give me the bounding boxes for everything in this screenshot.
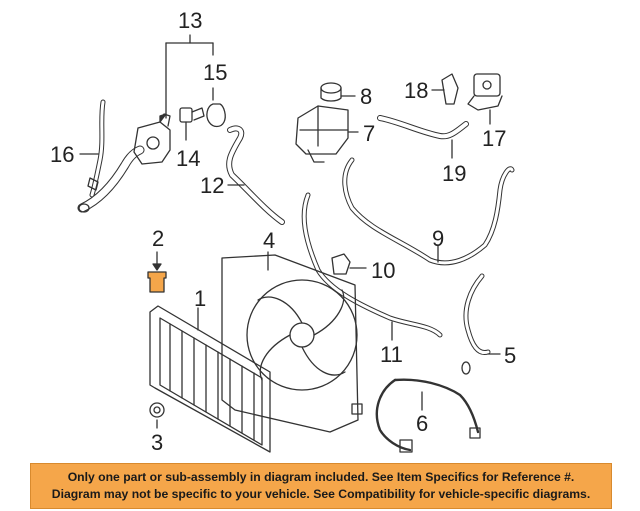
drain-plug-3	[149, 402, 165, 429]
callout-12: 12	[200, 173, 225, 198]
callout-16: 16	[50, 142, 75, 167]
upper-hose-16	[77, 99, 145, 213]
callout-9: 9	[432, 226, 445, 251]
coolant-reservoir-7	[295, 105, 359, 163]
callout-13: 13	[178, 8, 203, 33]
hose-12	[226, 125, 285, 225]
callout-1: 1	[194, 286, 207, 311]
callout-19: 19	[442, 161, 467, 186]
callout-8: 8	[360, 84, 373, 109]
bracket-13	[165, 34, 214, 119]
reservoir-cap-8	[320, 82, 356, 102]
disclaimer-banner: Only one part or sub-assembly in diagram…	[30, 463, 612, 509]
callout-2: 2	[152, 226, 165, 251]
callout-7: 7	[363, 121, 376, 146]
callout-17: 17	[482, 126, 507, 151]
parts-diagram	[77, 34, 515, 453]
disclaimer-line-2: Diagram may not be specific to your vehi…	[51, 487, 591, 501]
callout-6: 6	[416, 411, 429, 436]
gasket-15	[206, 87, 226, 128]
fan-shroud-4	[221, 251, 359, 433]
thermostat-housing-13	[133, 113, 171, 165]
callout-18: 18	[404, 78, 429, 103]
heater-pipe-9	[342, 157, 515, 266]
sensor-14	[179, 107, 205, 141]
callout-3: 3	[151, 430, 164, 455]
disclaimer-line-1: Only one part or sub-assembly in diagram…	[67, 470, 575, 484]
callout-5: 5	[504, 343, 517, 368]
callout-11: 11	[380, 342, 403, 367]
callout-15: 15	[203, 60, 228, 85]
radiator-1	[149, 305, 271, 453]
callout-14: 14	[176, 146, 201, 171]
clip-10	[331, 253, 367, 275]
callout-10: 10	[371, 258, 396, 283]
callout-4: 4	[263, 228, 276, 253]
hose-5	[461, 273, 501, 375]
hose-19	[377, 115, 469, 159]
valve-17	[467, 73, 503, 125]
radiator-cap-2	[147, 251, 167, 293]
bracket-18	[431, 73, 459, 105]
